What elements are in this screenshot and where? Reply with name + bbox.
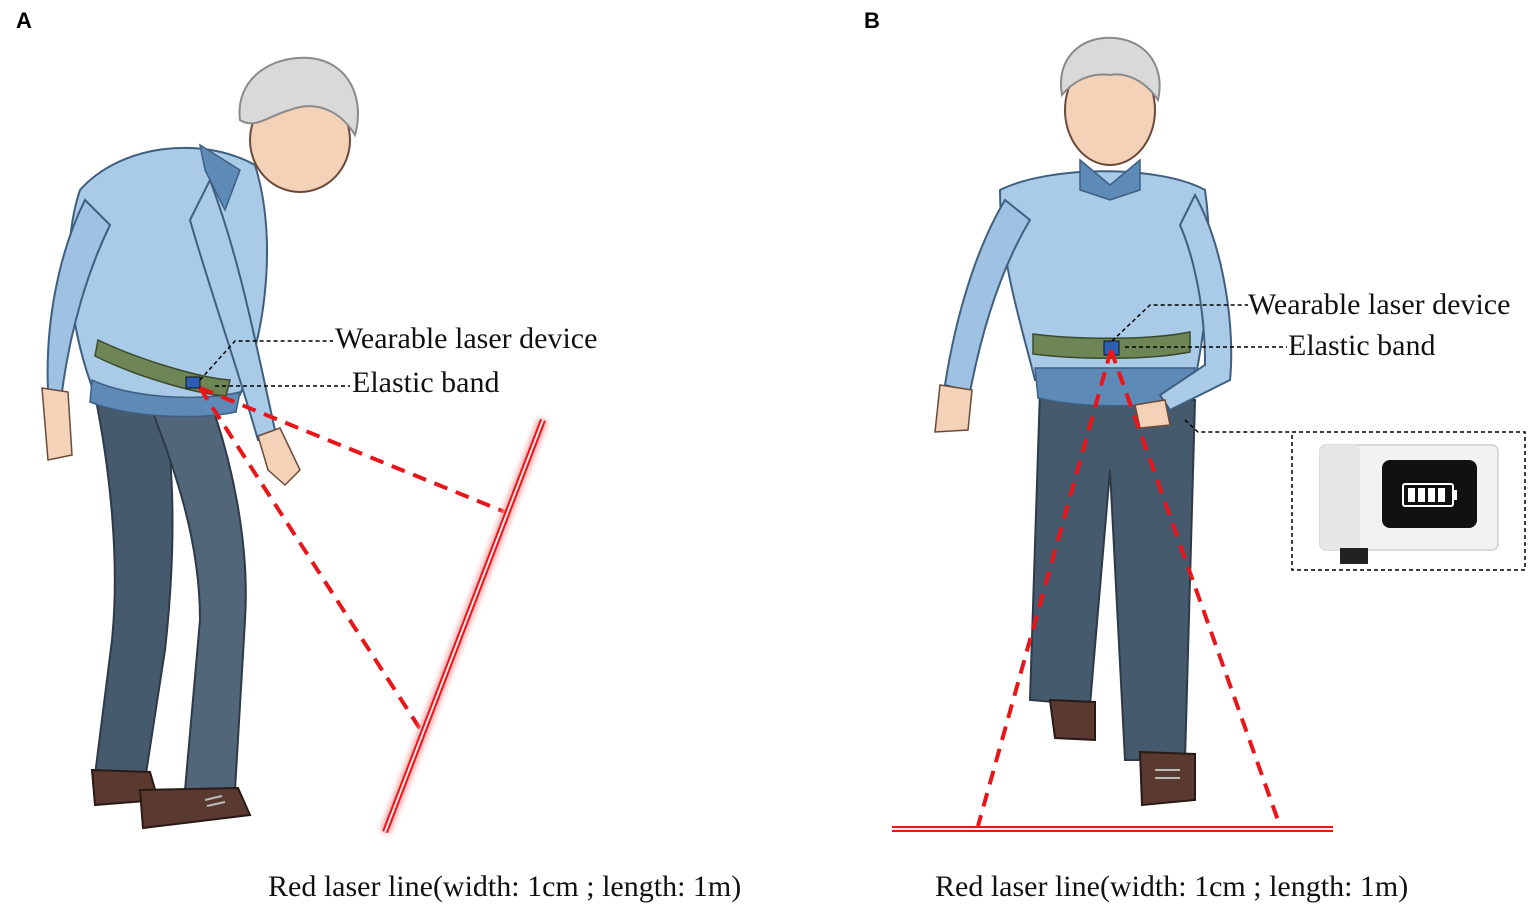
panel-a-figure	[41, 56, 359, 830]
battery-icon	[1402, 483, 1457, 507]
panel-a-device-label: Wearable laser device	[335, 322, 598, 355]
panel-a-red-laser-line	[380, 418, 548, 834]
panel-b-caption: Red laser line(width: 1cm ; length: 1m)	[935, 870, 1409, 903]
panel-a-laser-beams	[198, 386, 506, 737]
panel-b-closeup-leader	[1184, 419, 1292, 433]
panel-b-laser-beams	[976, 349, 1282, 827]
panel-b-device-label: Wearable laser device	[1248, 288, 1511, 321]
panel-b-letter: B	[864, 8, 880, 33]
panel-a-device-leader	[199, 340, 333, 381]
panel-b-band-label: Elastic band	[1288, 329, 1436, 362]
panel-a-caption: Red laser line(width: 1cm ; length: 1m)	[268, 870, 742, 903]
panel-a-band-label: Elastic band	[352, 366, 500, 399]
panel-b-device-leader	[1111, 304, 1248, 342]
panel-b-device-closeup	[1291, 431, 1526, 571]
panel-b-figure	[934, 36, 1233, 807]
panel-a-letter: A	[16, 8, 32, 33]
